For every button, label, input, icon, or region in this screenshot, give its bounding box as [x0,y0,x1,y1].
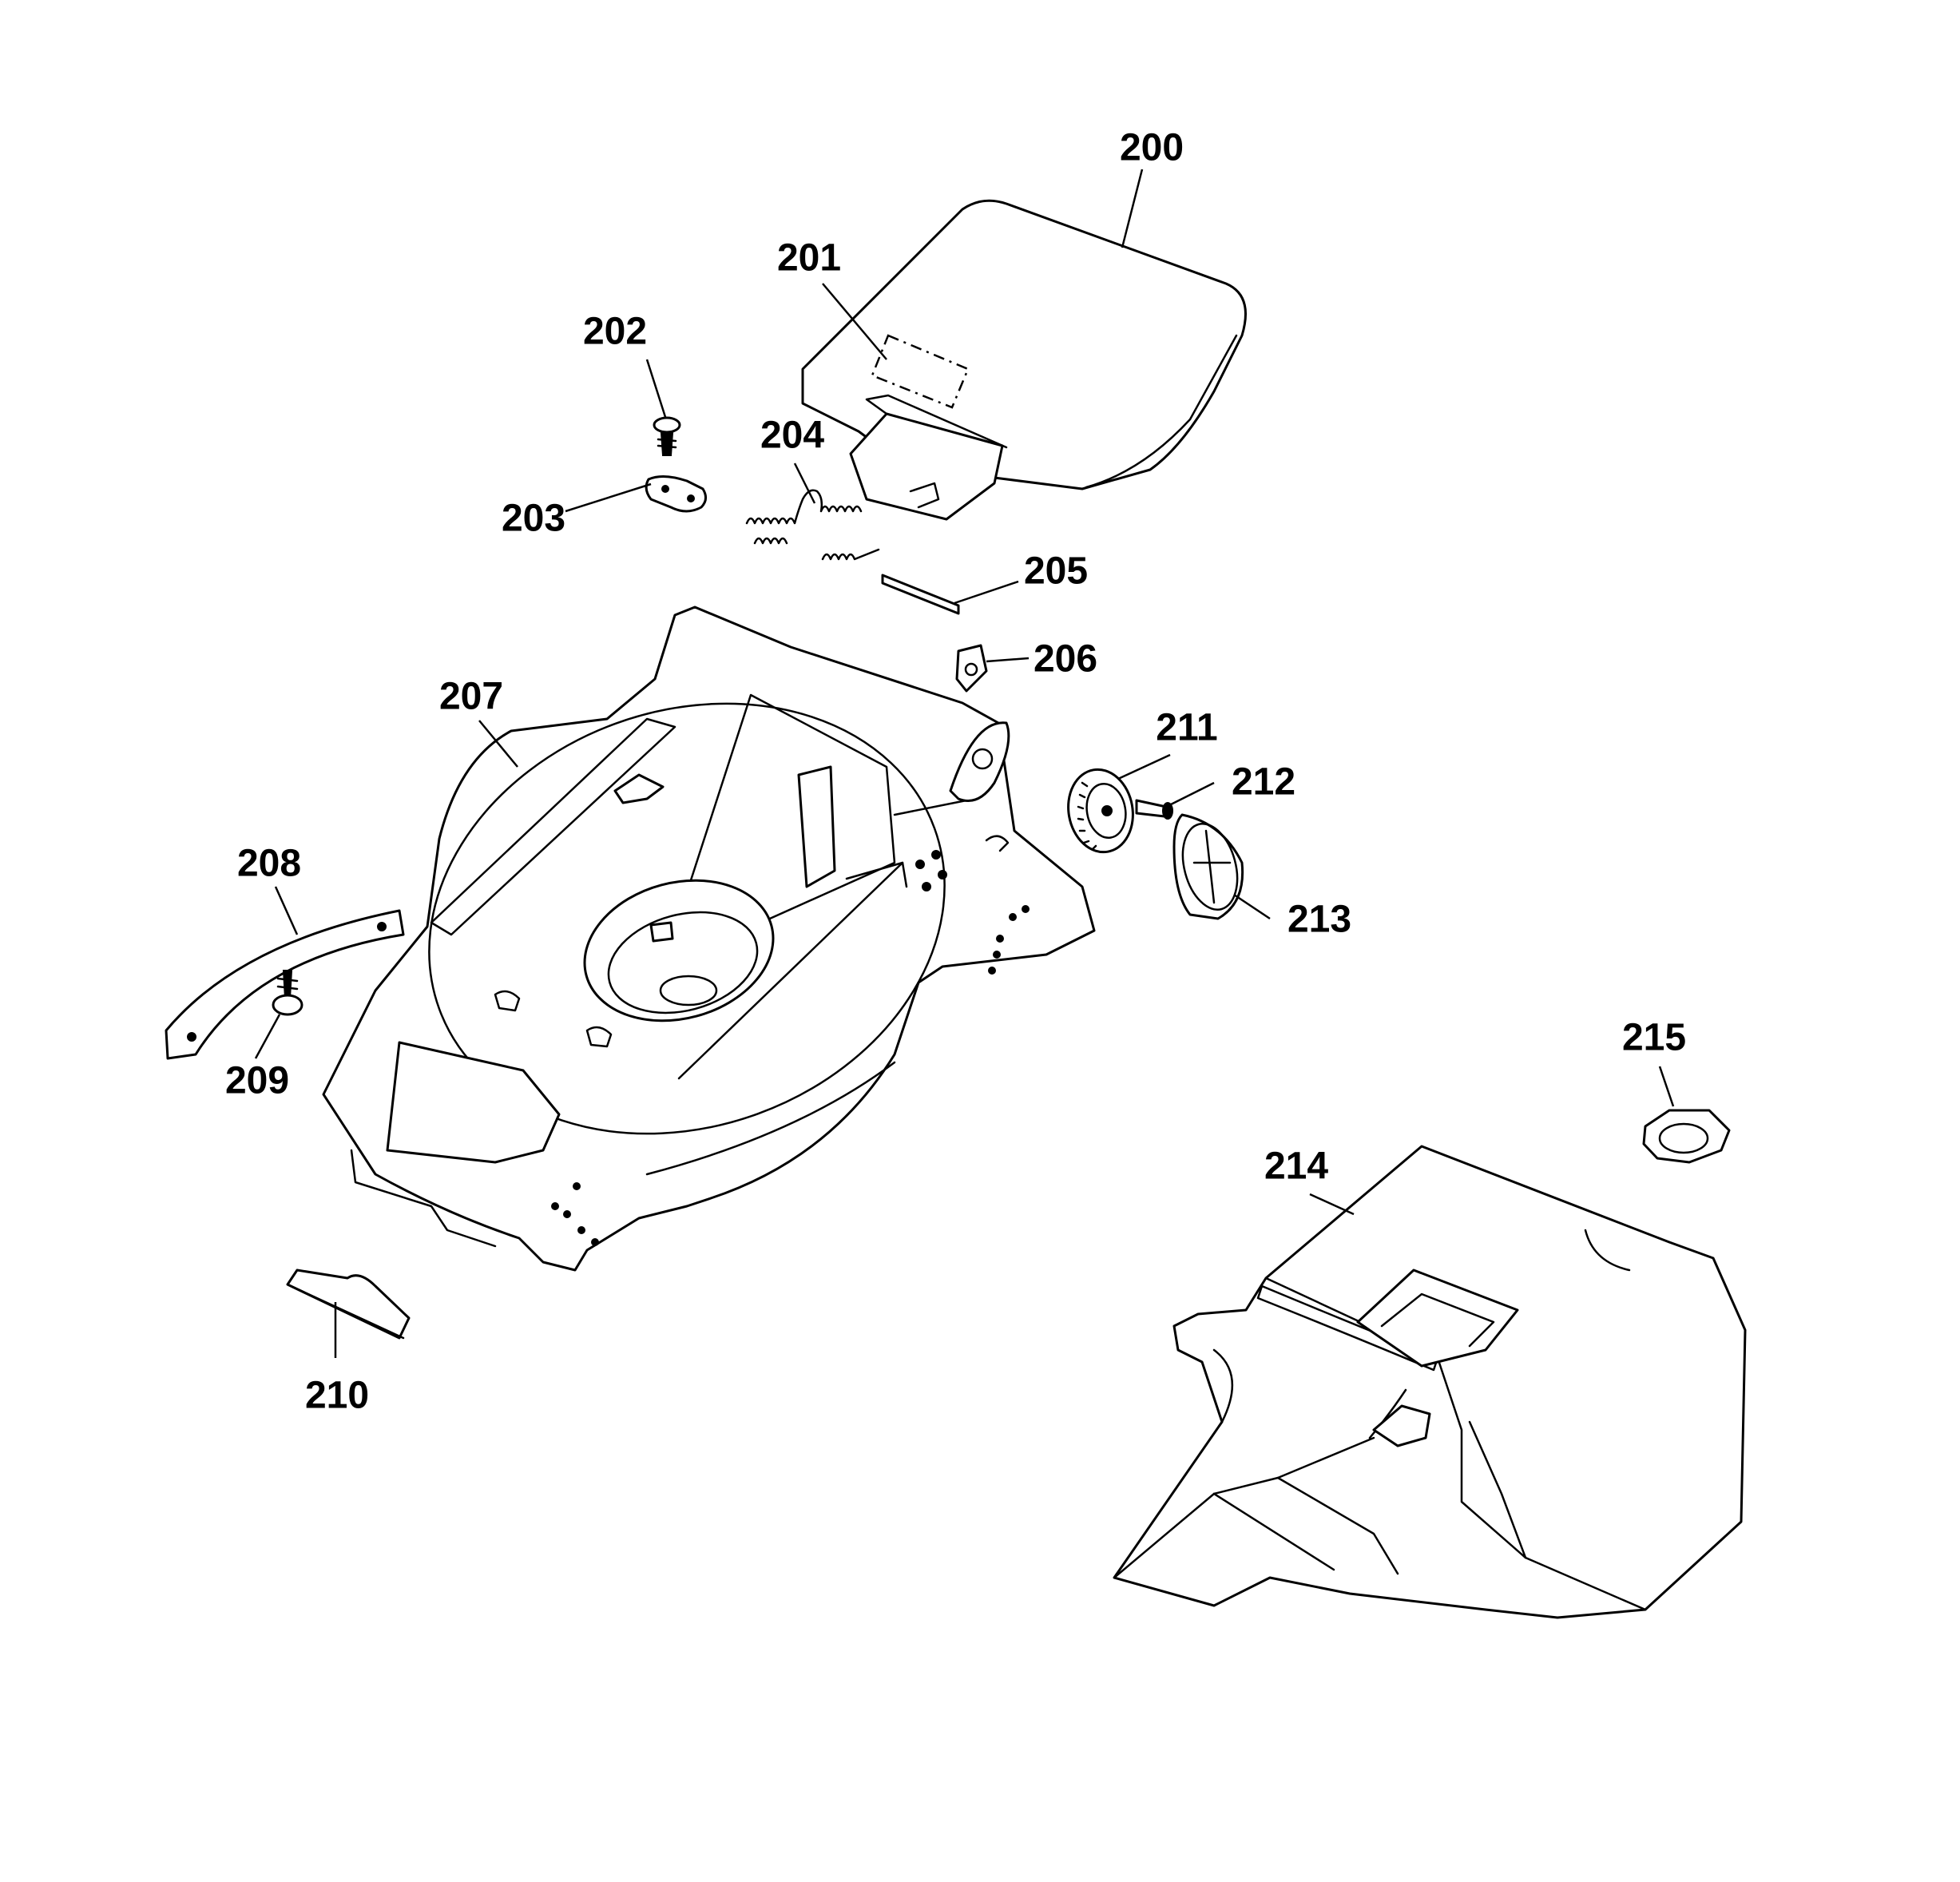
part-213-cap [1172,813,1244,920]
part-211-gear [1067,768,1134,854]
leader-206 [986,657,1030,663]
leader-lines [254,169,1675,1358]
leader-200 [1121,169,1144,248]
part-215-cover [1642,1109,1731,1164]
leader-203 [565,482,652,513]
part-203-bracket [645,475,707,513]
callout-207: 207 [439,676,503,718]
leader-209 [254,1014,281,1059]
callout-210: 210 [305,1375,369,1417]
leader-212 [1165,781,1215,808]
callout-206: 206 [1034,638,1097,681]
part-202-screw [653,416,681,456]
callout-209: 209 [225,1060,289,1102]
callout-214: 214 [1264,1145,1328,1188]
leader-208 [274,886,299,935]
part-214-catcher [1113,1145,1747,1619]
callout-204: 204 [760,415,824,457]
part-204-spring [745,489,880,561]
callout-211: 211 [1156,707,1217,749]
callout-labels: 200 201 202 203 204 205 206 207 208 209 … [225,127,1686,1417]
part-207-deck [322,605,1096,1272]
callout-202: 202 [583,311,647,353]
part-201-label-area [871,334,970,409]
leader-214 [1309,1193,1355,1216]
callout-208: 208 [237,843,301,885]
leader-202 [645,359,667,418]
part-208-strip [165,909,405,1060]
part-200-lid [801,199,1247,521]
part-210-flap [286,1269,411,1340]
part-206-nut [955,644,988,693]
callout-200: 200 [1120,127,1184,169]
callout-201: 201 [777,237,841,280]
part-209-screw [272,970,304,1016]
callout-212: 212 [1232,761,1295,804]
leader-205 [954,580,1019,605]
callout-215: 215 [1622,1017,1686,1059]
callout-205: 205 [1024,550,1088,593]
part-205-pin [881,574,960,615]
leader-201 [822,283,887,360]
leader-204 [793,463,816,504]
leader-215 [1658,1066,1675,1107]
part-212-screw [1135,799,1173,820]
leader-207 [478,720,518,768]
callout-203: 203 [502,498,565,540]
callout-213: 213 [1287,899,1351,941]
leader-213 [1233,893,1271,920]
leader-211 [1117,753,1171,780]
